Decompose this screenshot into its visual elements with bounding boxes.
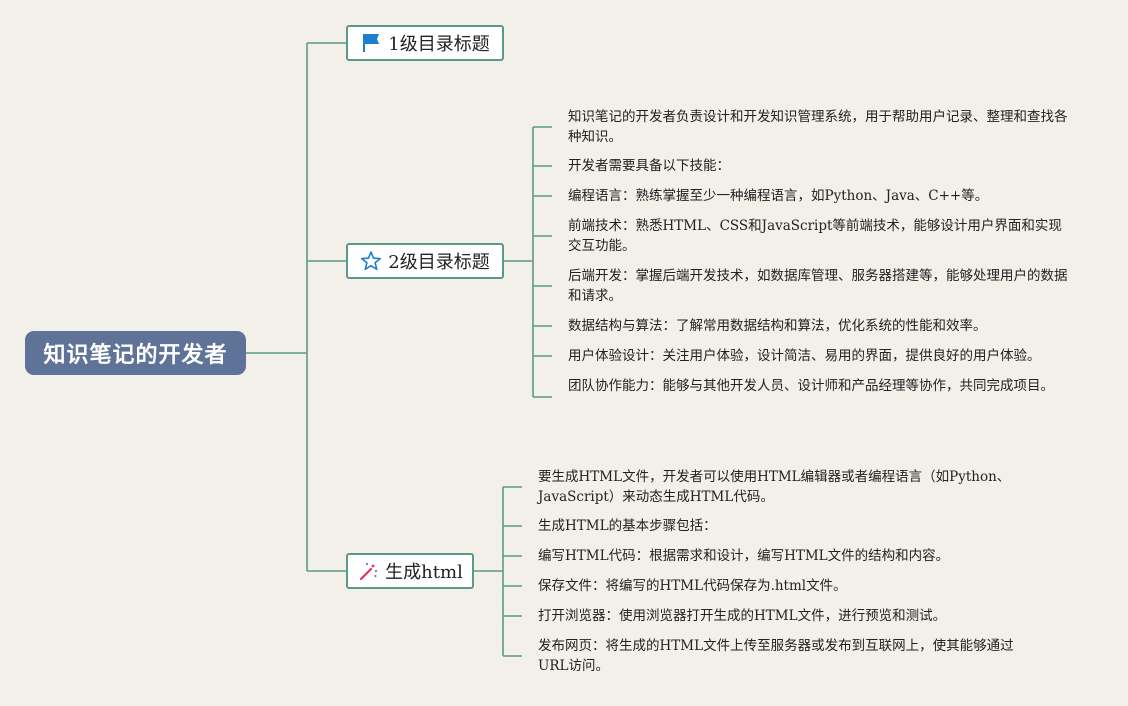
leaf-2-1: 知识笔记的开发者负责设计和开发知识管理系统，用于帮助用户记录、整理和查找各种知识… bbox=[568, 109, 1068, 145]
branch-node-1[interactable]: 1级目录标题 bbox=[346, 25, 504, 61]
flag-icon bbox=[360, 32, 382, 54]
leaf-2-7: 用户体验设计：关注用户体验，设计简洁、易用的界面，提供良好的用户体验。 bbox=[568, 348, 1041, 364]
branch-node-3[interactable]: 生成html bbox=[346, 553, 474, 589]
root-node[interactable]: 知识笔记的开发者 bbox=[25, 331, 246, 375]
magic-wand-icon bbox=[357, 560, 379, 582]
leaf-3-6: 发布网页：将生成的HTML文件上传至服务器或发布到互联网上，使其能够通过URL访… bbox=[538, 638, 1014, 674]
leaf-3-5: 打开浏览器：使用浏览器打开生成的HTML文件，进行预览和测试。 bbox=[538, 608, 947, 624]
leaf-3-2: 生成HTML的基本步骤包括： bbox=[538, 518, 717, 534]
branch-label-2: 2级目录标题 bbox=[388, 252, 490, 273]
leaf-3-4: 保存文件：将编写的HTML代码保存为.html文件。 bbox=[538, 578, 847, 594]
leaf-2-6: 数据结构与算法：了解常用数据结构和算法，优化系统的性能和效率。 bbox=[568, 318, 987, 334]
leaf-2-5: 后端开发：掌握后端开发技术，如数据库管理、服务器搭建等，能够处理用户的数据和请求… bbox=[568, 268, 1068, 304]
leaf-2-2: 开发者需要具备以下技能： bbox=[568, 158, 730, 174]
branch-node-2[interactable]: 2级目录标题 bbox=[346, 243, 504, 279]
branch-label-1: 1级目录标题 bbox=[388, 34, 490, 55]
leaf-3-1: 要生成HTML文件，开发者可以使用HTML编辑器或者编程语言（如Python、J… bbox=[538, 469, 1011, 505]
leaf-2-4: 前端技术：熟悉HTML、CSS和JavaScript等前端技术，能够设计用户界面… bbox=[568, 218, 1062, 254]
star-icon bbox=[360, 250, 382, 272]
leaf-2-8: 团队协作能力：能够与其他开发人员、设计师和产品经理等协作，共同完成项目。 bbox=[568, 378, 1054, 394]
leaf-2-3: 编程语言：熟练掌握至少一种编程语言，如Python、Java、C++等。 bbox=[568, 188, 989, 204]
branch-label-3: 生成html bbox=[385, 562, 463, 583]
leaf-3-3: 编写HTML代码：根据需求和设计，编写HTML文件的结构和内容。 bbox=[538, 548, 950, 564]
